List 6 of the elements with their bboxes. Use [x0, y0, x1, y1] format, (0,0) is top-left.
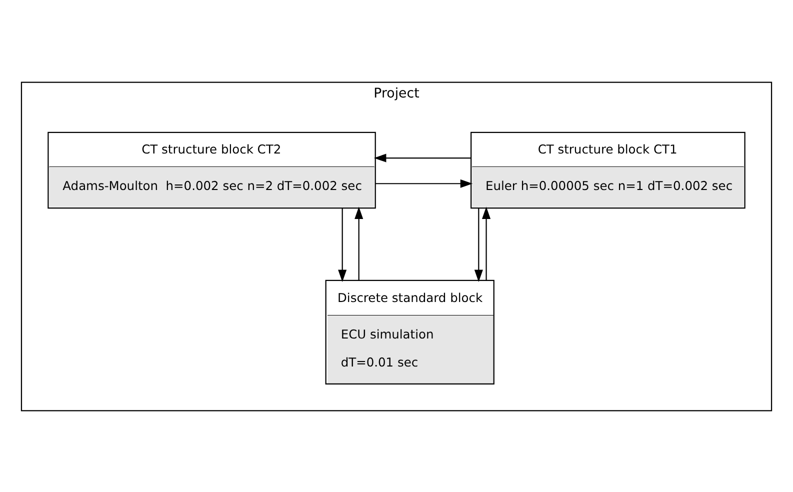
- arrow: [338, 208, 347, 282]
- arrow: [375, 178, 473, 188]
- arrow: [474, 208, 483, 282]
- arrow: [374, 153, 472, 162]
- arrow: [482, 206, 491, 280]
- arrow: [354, 206, 364, 280]
